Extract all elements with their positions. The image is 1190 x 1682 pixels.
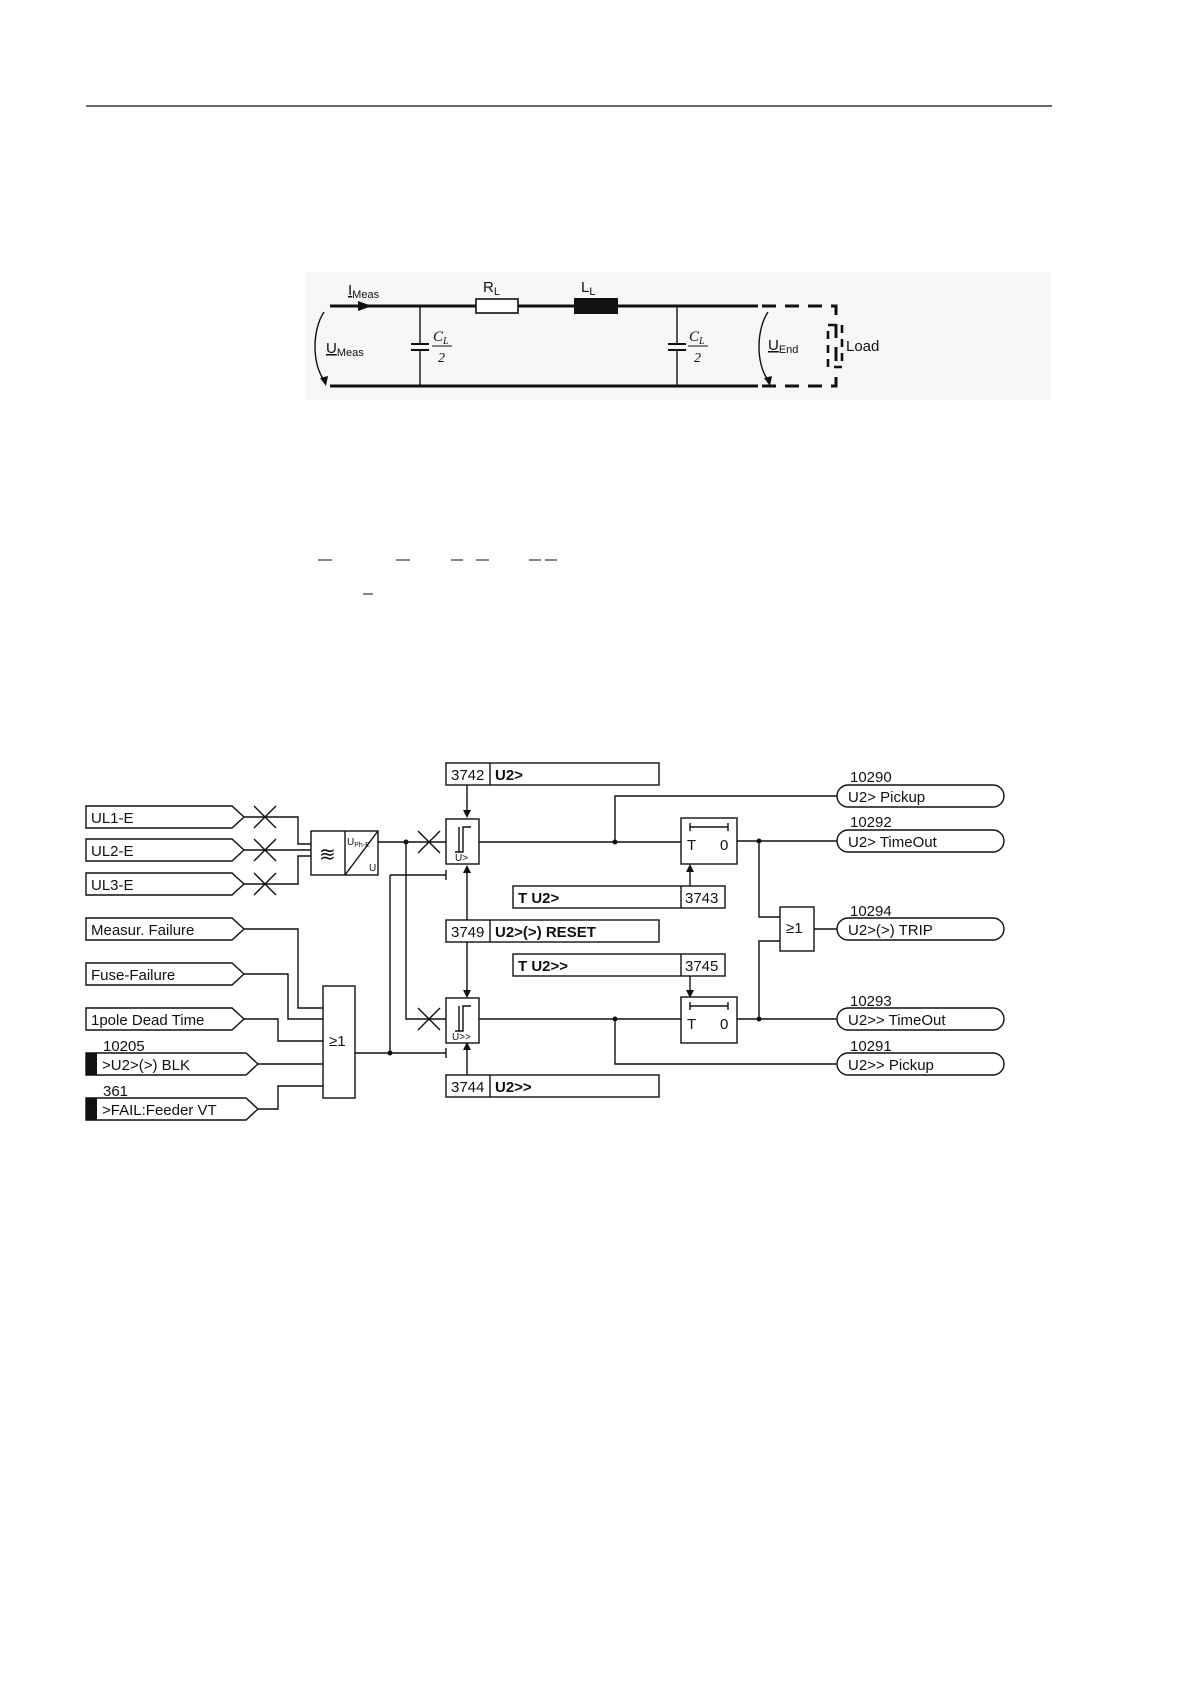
input-fuse-failure: Fuse-Failure [85, 962, 246, 986]
svg-text:1pole Dead Time: 1pole Dead Time [91, 1012, 204, 1029]
u-end-arrow [758, 311, 769, 381]
svg-text:U2>(>) RESET: U2>(>) RESET [495, 924, 596, 941]
logic-diagram: UL1-E UL2-E UL3-E Measur. Failure Fuse-F… [85, 762, 1005, 1121]
input-ul2: UL2-E [85, 838, 246, 862]
output-u2-high-pickup: 10291 U2>> Pickup [836, 1038, 1005, 1076]
svg-text:UL3-E: UL3-E [91, 877, 134, 894]
svg-text:10205: 10205 [103, 1038, 145, 1055]
input-blk: 10205 >U2>(>) BLK [85, 1038, 260, 1076]
output-u2-pickup: 10290 U2> Pickup [836, 769, 1005, 808]
svg-text:≥1: ≥1 [329, 1033, 346, 1050]
svg-text:CL: CL [433, 329, 449, 347]
line-model-diagram: IMeas RL LL UMeas UEnd Load CL 2 CL 2 [306, 272, 1051, 400]
svg-text:U>>: U>> [452, 1032, 471, 1043]
svg-text:2: 2 [694, 351, 701, 366]
svg-text:UL1-E: UL1-E [91, 810, 134, 827]
svg-text:U2> Pickup: U2> Pickup [848, 789, 925, 806]
input-ul1: UL1-E [85, 805, 246, 829]
svg-text:U2> TimeOut: U2> TimeOut [848, 834, 938, 851]
svg-text:3744: 3744 [451, 1079, 484, 1096]
c-right-fraction: CL 2 [688, 329, 708, 366]
input-1pole-dead-time: 1pole Dead Time [85, 1007, 246, 1031]
svg-text:0: 0 [720, 837, 728, 854]
svg-text:U: U [369, 863, 376, 874]
svg-text:3745: 3745 [685, 958, 718, 975]
r-l-label: RL [483, 279, 500, 298]
param-3745: T U2>> 3745 [512, 953, 726, 977]
svg-text:UPh-E: UPh-E [347, 837, 370, 849]
svg-text:U2>> Pickup: U2>> Pickup [848, 1057, 934, 1074]
input-fail-feeder-vt: 361 >FAIL:Feeder VT [85, 1083, 260, 1121]
filter-icon: ≋ [319, 844, 336, 866]
svg-text:U2>>: U2>> [495, 1079, 532, 1096]
svg-text:U>: U> [455, 853, 468, 864]
svg-text:10292: 10292 [850, 814, 892, 831]
l-l-label: LL [581, 279, 595, 298]
svg-text:10293: 10293 [850, 993, 892, 1010]
filter-converter-block: ≋ UPh-E U [310, 830, 379, 876]
svg-text:T: T [687, 837, 696, 854]
svg-text:10291: 10291 [850, 1038, 892, 1055]
timer-u2: T 0 [680, 817, 738, 865]
u-meas-label: UMeas [326, 340, 364, 359]
current-arrow [358, 301, 372, 311]
param-3743: T U2> 3743 [512, 885, 726, 909]
u-end-label: UEnd [768, 337, 798, 356]
output-u2-trip: 10294 U2>(>) TRIP [836, 903, 1005, 941]
svg-text:3749: 3749 [451, 924, 484, 941]
svg-text:T U2>>: T U2>> [518, 958, 568, 975]
svg-text:10294: 10294 [850, 903, 892, 920]
timer-u2-high: T 0 [680, 996, 738, 1044]
svg-text:2: 2 [438, 351, 445, 366]
svg-text:U2>> TimeOut: U2>> TimeOut [848, 1012, 946, 1029]
or-gate-block: ≥1 [322, 985, 356, 1099]
cross-marks-inputs [253, 805, 277, 896]
param-3744: 3744 U2>> [445, 1074, 660, 1098]
svg-text:361: 361 [103, 1083, 128, 1100]
capacitor-left [411, 306, 429, 386]
svg-text:≥1: ≥1 [786, 920, 803, 937]
comparator-u2: U> [445, 818, 480, 865]
svg-text:CL: CL [689, 329, 705, 347]
param-3749: 3749 U2>(>) RESET [445, 919, 660, 943]
capacitor-right [668, 306, 686, 386]
svg-text:UL2-E: UL2-E [91, 843, 134, 860]
svg-text:T U2>: T U2> [518, 890, 560, 907]
resistor-rl [475, 298, 519, 314]
svg-text:>U2>(>) BLK: >U2>(>) BLK [102, 1057, 190, 1074]
inductor-ll [574, 298, 618, 314]
load-label: Load [846, 338, 879, 355]
u-meas-arrow [314, 311, 325, 381]
svg-text:3742: 3742 [451, 767, 484, 784]
svg-text:3743: 3743 [685, 890, 718, 907]
load-box [826, 323, 844, 369]
svg-text:U2>(>) TRIP: U2>(>) TRIP [848, 922, 933, 939]
svg-text:0: 0 [720, 1016, 728, 1033]
output-u2-timeout: 10292 U2> TimeOut [836, 814, 1005, 853]
svg-text:10290: 10290 [850, 769, 892, 786]
input-ul3: UL3-E [85, 872, 246, 896]
equation-fragments [318, 559, 557, 595]
c-left-fraction: CL 2 [432, 329, 452, 366]
svg-text:Fuse-Failure: Fuse-Failure [91, 967, 175, 984]
input-measur-failure: Measur. Failure [85, 917, 246, 941]
or-gate-trip: ≥1 [779, 906, 815, 952]
param-3742: 3742 U2> [445, 762, 660, 786]
svg-text:Measur. Failure: Measur. Failure [91, 922, 194, 939]
output-u2-high-timeout: 10293 U2>> TimeOut [836, 993, 1005, 1031]
i-meas-label: IMeas [348, 282, 380, 301]
svg-text:T: T [687, 1016, 696, 1033]
svg-text:U2>: U2> [495, 767, 523, 784]
comparator-u2-high: U>> [445, 997, 480, 1044]
svg-text:>FAIL:Feeder VT: >FAIL:Feeder VT [102, 1102, 217, 1119]
